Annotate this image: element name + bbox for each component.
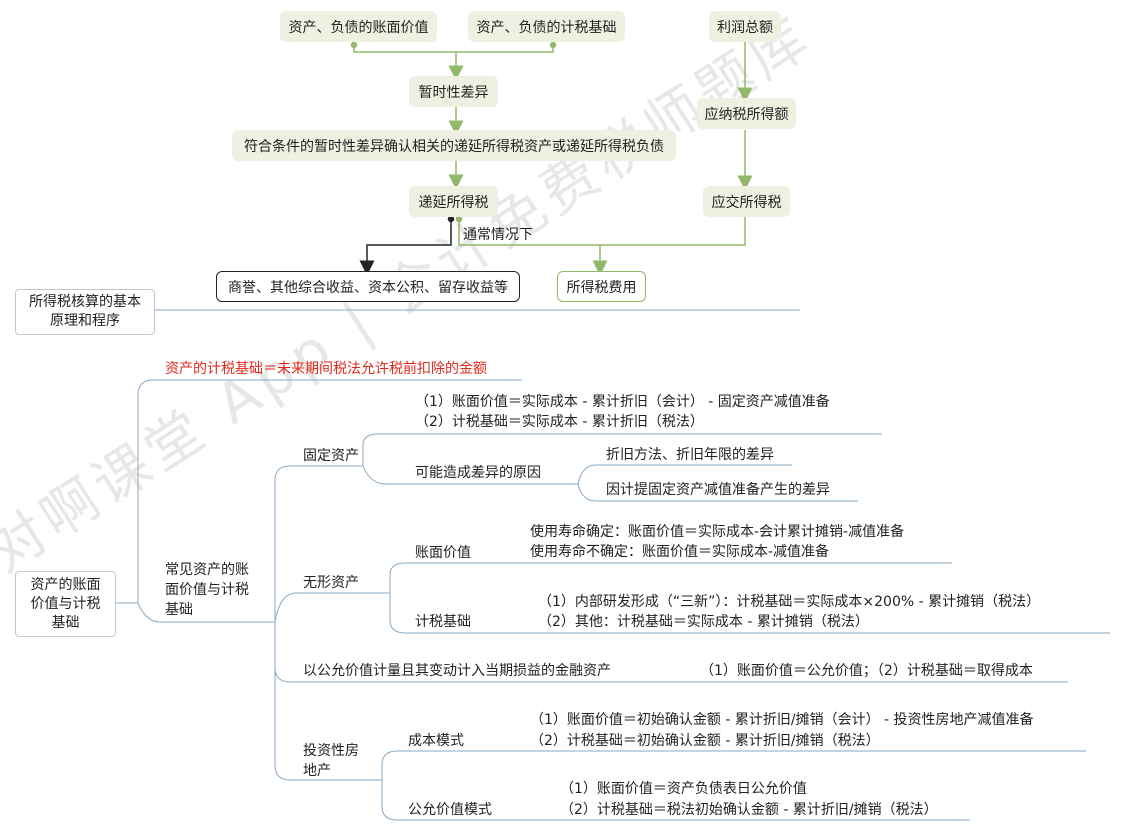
intangible-book-line-1: 使用寿命确定：账面价值＝实际成本-会计累计摊销-减值准备	[530, 524, 905, 540]
intangible-tax-line-2: （2）其他：计税基础＝实际成本 - 累计摊销（税法）	[538, 614, 869, 630]
equity-items-label: 商誉、其他综合收益、资本公积、留存收益等	[228, 279, 508, 296]
temp-diff-label: 暂时性差异	[418, 84, 489, 101]
fixed-asset-book-line: （1）账面价值＝实际成本 - 累计折旧（会计） - 固定资产减值准备	[415, 394, 830, 410]
investment-property-label: 投资性房地产	[303, 743, 359, 779]
fixed-asset-label: 固定资产	[303, 448, 359, 464]
section2-root-node: 资产的账面价值与计税基础	[15, 571, 116, 637]
cost-model-label: 成本模式	[408, 733, 464, 749]
deferred-tax-node: 递延所得税	[409, 186, 498, 217]
diff-reason-depreciation: 折旧方法、折旧年限的差异	[606, 447, 774, 463]
profit-total-label: 利润总额	[717, 19, 773, 36]
common-assets-label: 常见资产的账面价值与计税基础	[165, 562, 249, 618]
fixed-asset-tax-line: （2）计税基础＝实际成本 - 累计折旧（税法）	[415, 414, 704, 430]
intangible-book-line-2: 使用寿命不确定：账面价值＝实际成本-减值准备	[530, 544, 830, 560]
tax-base-definition: 资产的计税基础＝未来期间税法允许税前扣除的金额	[165, 361, 487, 377]
fair-value-model-line-2: （2）计税基础＝税法初始确认金额 - 累计折旧/摊销（税法）	[560, 802, 938, 818]
temp-diff-node: 暂时性差异	[409, 76, 498, 107]
fair-value-model-line-1: （1）账面价值＝资产负债表日公允价值	[560, 781, 807, 797]
tax-base-node: 资产、负债的计税基础	[468, 11, 625, 42]
tax-base-label: 资产、负债的计税基础	[476, 19, 617, 36]
fvtpl-label: 以公允价值计量且其变动计入当期损益的金融资产	[303, 663, 611, 679]
tax-payable-label: 应交所得税	[711, 194, 782, 211]
usually-label: 通常情况下	[463, 227, 533, 243]
taxable-income-node: 应纳税所得额	[697, 98, 796, 129]
book-value-label: 资产、负债的账面价值	[288, 19, 429, 36]
tax-expense-node: 所得税费用	[557, 271, 646, 302]
cost-model-line-1: （1）账面价值＝初始确认金额 - 累计折旧/摊销（会计） - 投资性房地产减值准…	[530, 712, 1034, 728]
book-value-node: 资产、负债的账面价值	[280, 11, 437, 42]
intangible-tax-label: 计税基础	[415, 614, 471, 630]
section2-title: 资产的账面价值与计税基础	[30, 576, 101, 631]
equity-items-node: 商誉、其他综合收益、资本公积、留存收益等	[216, 271, 520, 302]
profit-total-node: 利润总额	[709, 11, 781, 42]
deferred-tax-label: 递延所得税	[418, 194, 489, 211]
diff-reasons-label: 可能造成差异的原因	[415, 465, 541, 481]
taxable-income-label: 应纳税所得额	[704, 106, 789, 123]
diff-reason-impairment: 因计提固定资产减值准备产生的差异	[606, 482, 830, 498]
cost-model-line-2: （2）计税基础＝初始确认金额 - 累计折旧/摊销（税法）	[530, 733, 880, 749]
section1-root-node: 所得税核算的基本原理和程序	[15, 289, 155, 335]
fvtpl-detail: （1）账面价值＝公允价值；（2）计税基础＝取得成本	[700, 663, 1033, 679]
recognize-node: 符合条件的暂时性差异确认相关的递延所得税资产或递延所得税负债	[232, 130, 676, 161]
section1-title: 所得税核算的基本原理和程序	[29, 294, 141, 329]
tax-expense-label: 所得税费用	[566, 279, 637, 296]
intangible-book-label: 账面价值	[415, 545, 471, 561]
intangible-tax-line-1: （1）内部研发形成（“三新”）：计税基础＝实际成本×200% - 累计摊销（税法…	[538, 594, 1041, 610]
recognize-label: 符合条件的暂时性差异确认相关的递延所得税资产或递延所得税负债	[244, 138, 664, 155]
fair-value-model-label: 公允价值模式	[408, 802, 492, 818]
intangible-asset-label: 无形资产	[303, 575, 359, 591]
tax-payable-node: 应交所得税	[703, 186, 790, 217]
